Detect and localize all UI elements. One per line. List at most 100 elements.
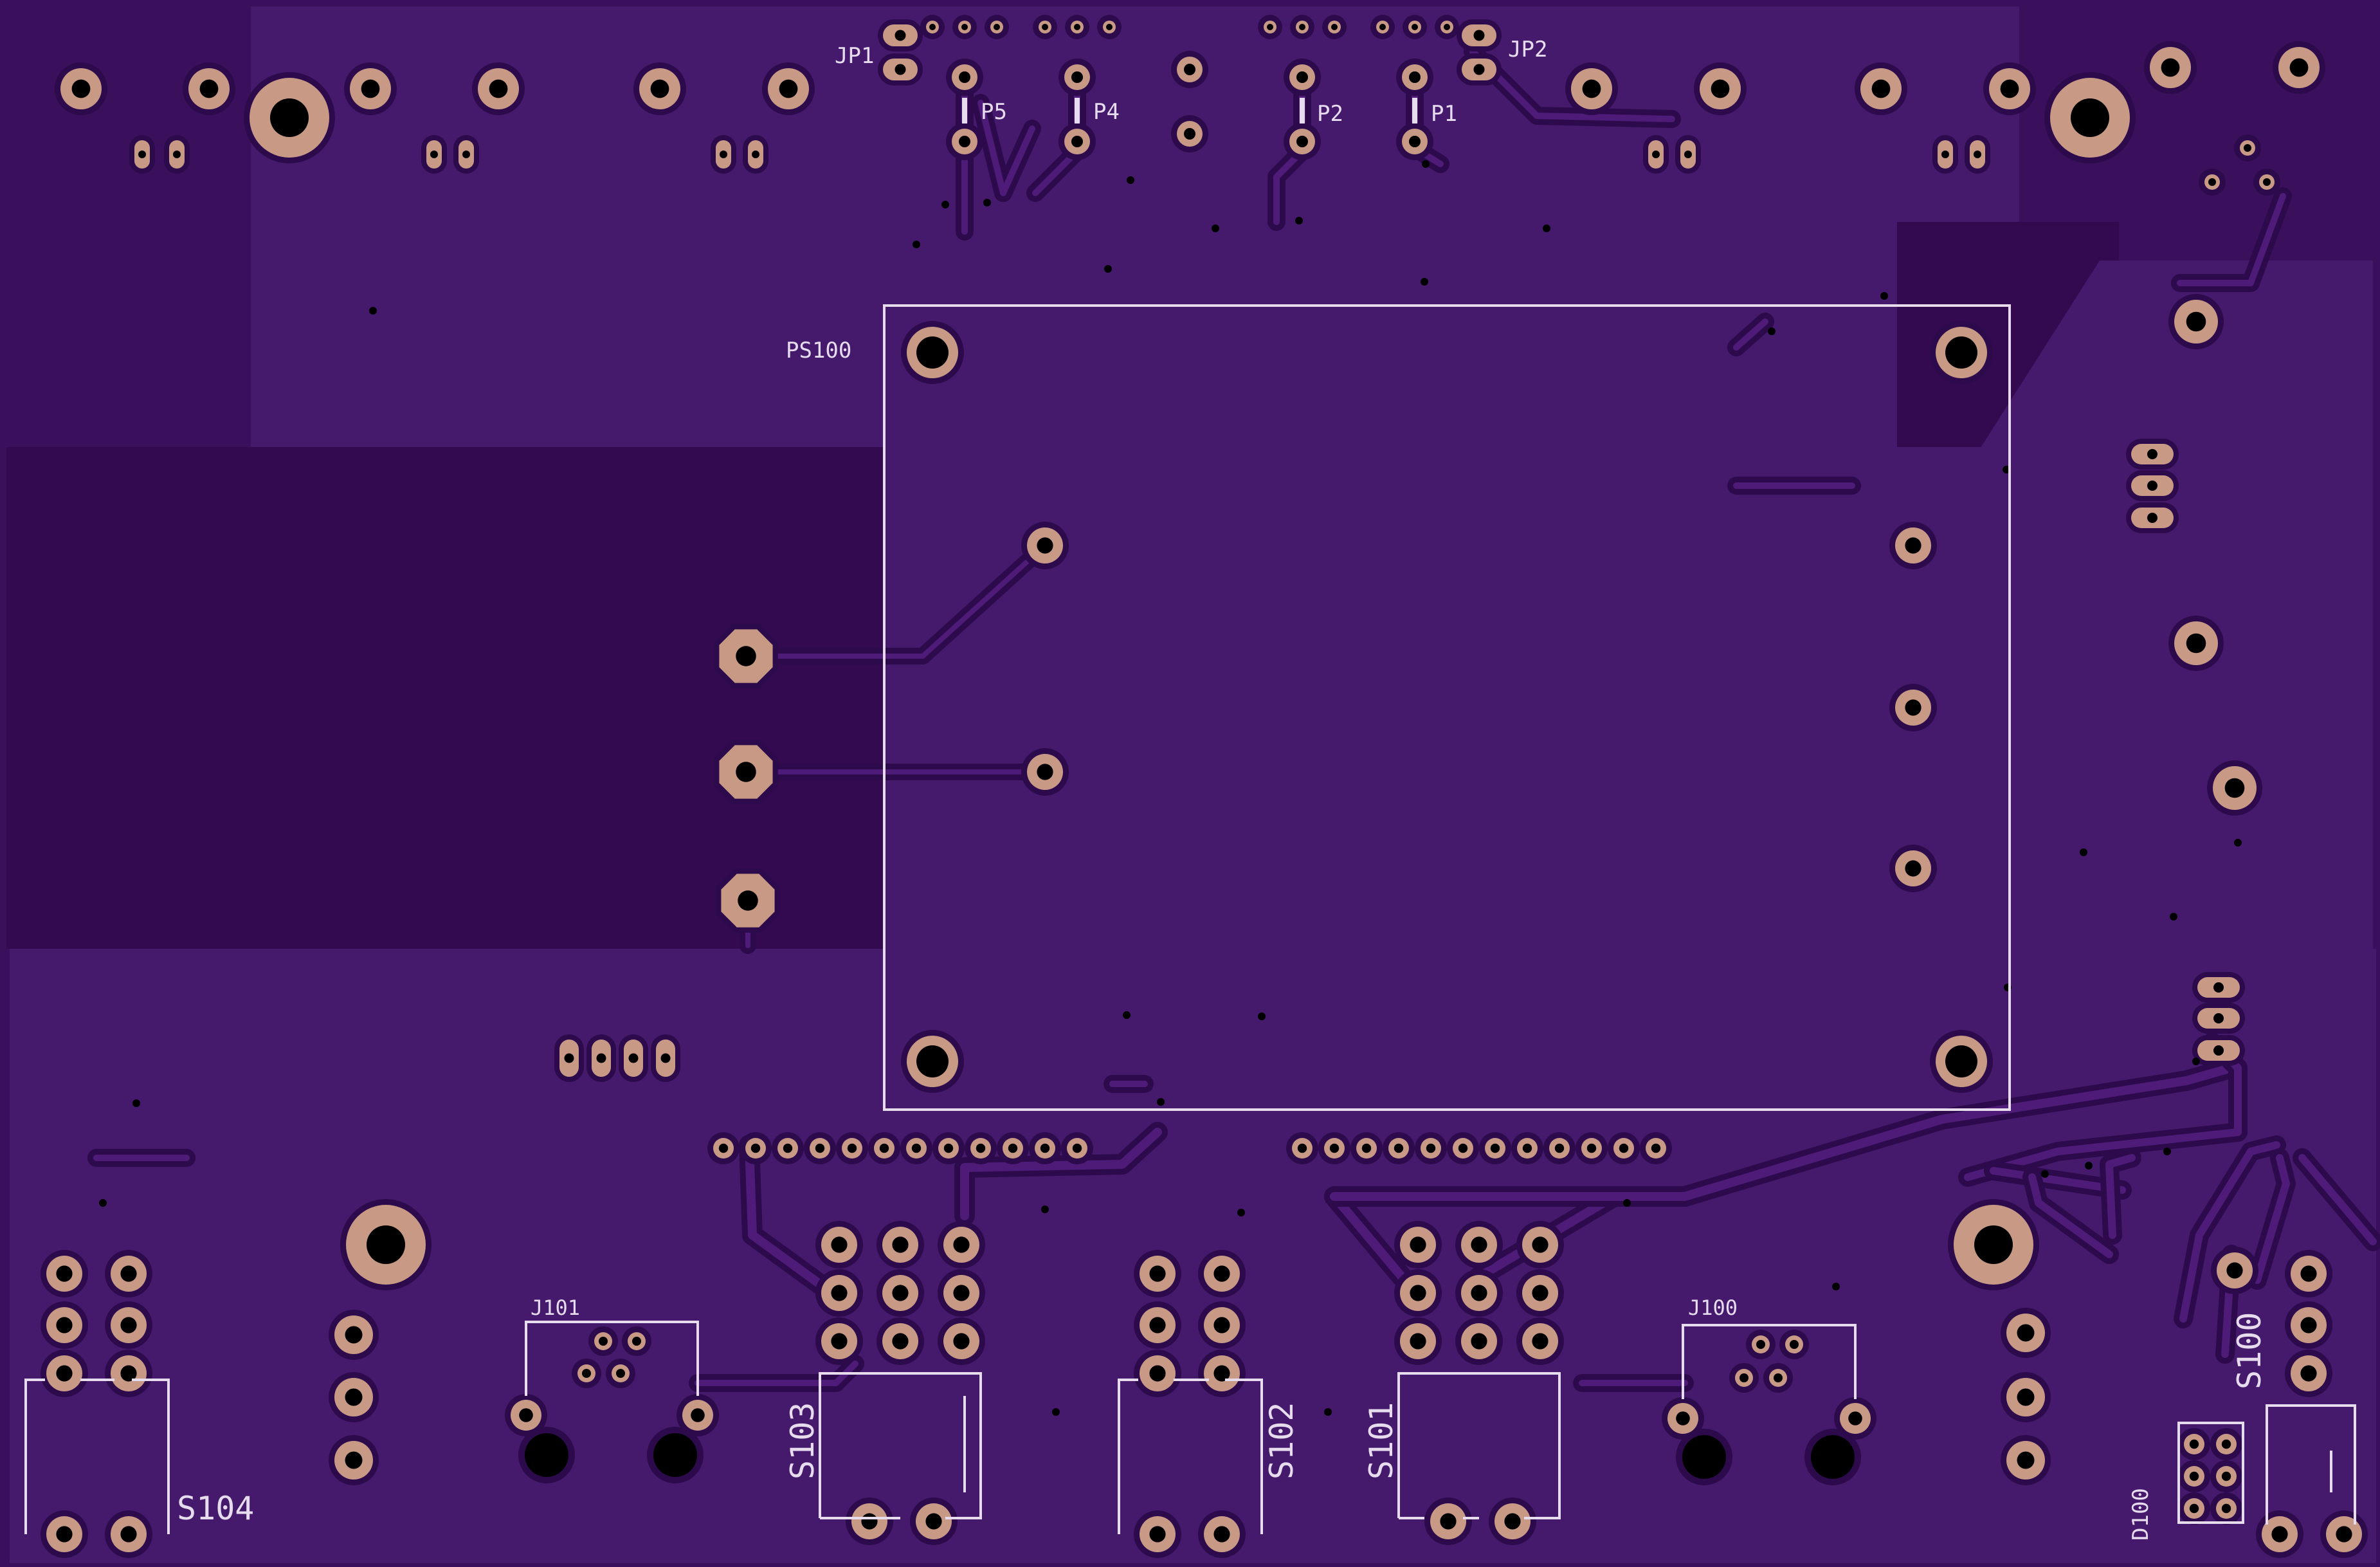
- oval-pad: [586, 1034, 616, 1082]
- switch-pin: [1394, 1317, 1442, 1365]
- via: [1295, 217, 1303, 225]
- via: [2234, 839, 2242, 847]
- via: [1127, 176, 1134, 184]
- jack-pin: [505, 1394, 547, 1436]
- via: [2041, 1170, 2049, 1178]
- via: [1543, 225, 1550, 232]
- switch-pin: [846, 1498, 893, 1545]
- transistor-pin: [2199, 169, 2226, 196]
- header-pin: [1640, 1132, 1672, 1164]
- label-s102: S102: [1263, 1402, 1300, 1480]
- oval-pad: [1965, 135, 1990, 174]
- via: [1768, 327, 1776, 335]
- through-hole-pad: [2168, 294, 2224, 349]
- through-hole-pad: [1694, 62, 1747, 115]
- oval-pad: [164, 135, 190, 174]
- octagon-pad: [714, 740, 778, 804]
- through-hole-pad: [2273, 41, 2325, 94]
- trace: [695, 1361, 858, 1386]
- via: [1052, 1408, 1060, 1416]
- switch-pin: [938, 1269, 985, 1317]
- s100-outline: [2266, 1404, 2356, 1525]
- led-pin: [2178, 1460, 2210, 1492]
- switch-pin: [1198, 1301, 1246, 1349]
- ps-pin: [1889, 684, 1937, 731]
- via: [1104, 265, 1112, 273]
- test-pad: [1058, 123, 1096, 160]
- via: [1324, 1408, 1332, 1416]
- via: [1623, 1199, 1631, 1207]
- switch-pin: [1134, 1510, 1181, 1558]
- test-pad: [1284, 123, 1321, 160]
- jack-pin: [572, 1359, 601, 1388]
- switch-pin: [815, 1269, 863, 1317]
- header-pin: [1511, 1132, 1543, 1164]
- s102-outline: [1118, 1379, 1263, 1534]
- switch-pin: [1516, 1221, 1564, 1269]
- via: [369, 307, 377, 315]
- header-pin: [1543, 1132, 1576, 1164]
- trace: [960, 1128, 1162, 1220]
- header-pin: [1383, 1132, 1415, 1164]
- label-ps100: PS100: [786, 338, 851, 363]
- trace: [1330, 1063, 2236, 1201]
- label-p2: P2: [1317, 101, 1343, 127]
- switch-pin: [877, 1269, 924, 1317]
- switch-pin: [1134, 1350, 1181, 1397]
- d100-outline: [2177, 1422, 2244, 1524]
- header-pin: [1286, 1132, 1318, 1164]
- jack-pin: [1662, 1397, 1704, 1440]
- header-pin: [1033, 15, 1057, 39]
- s103-outline: [819, 1372, 982, 1519]
- switch-pin: [105, 1510, 152, 1558]
- jack-pin: [1746, 1330, 1776, 1359]
- label-s103: S103: [784, 1402, 821, 1480]
- s101-outline: [1397, 1372, 1561, 1519]
- header-pin: [900, 1132, 932, 1164]
- header-pin: [707, 1132, 740, 1164]
- oval-pad: [1932, 135, 1958, 174]
- switch-pin: [1134, 1301, 1181, 1349]
- header-pin: [836, 1132, 868, 1164]
- through-hole-pad: [329, 1435, 379, 1485]
- header-pin: [772, 1132, 804, 1164]
- header-pin: [1447, 1132, 1479, 1164]
- oval-pad: [743, 135, 768, 174]
- trace: [743, 543, 1048, 659]
- switch-pin: [1394, 1269, 1442, 1317]
- ps-mounting-pad: [901, 1030, 964, 1093]
- j101-outline: [525, 1321, 699, 1396]
- through-hole-pad: [2207, 760, 2262, 816]
- label-jp1: JP1: [835, 43, 874, 69]
- switch-pin: [1516, 1269, 1564, 1317]
- header-pin: [1322, 15, 1347, 39]
- jumper-pad: [1457, 19, 1502, 51]
- jack-pin: [606, 1359, 635, 1388]
- header-pin: [1065, 15, 1089, 39]
- oval-pad: [711, 135, 736, 174]
- trace: [2298, 1154, 2377, 1245]
- through-hole-pad: [472, 62, 525, 115]
- octagon-pad: [716, 868, 780, 933]
- label-jp2: JP2: [1508, 37, 1547, 62]
- switch-pin: [105, 1301, 152, 1349]
- switch-pin: [815, 1221, 863, 1269]
- switch-pin: [1198, 1510, 1246, 1558]
- label-p1: P1: [1431, 101, 1457, 127]
- switch-pin: [1134, 1250, 1181, 1297]
- through-hole-pad: [1855, 62, 1907, 115]
- oval-pad: [2126, 439, 2179, 470]
- via: [2080, 848, 2087, 856]
- switch-pin: [1424, 1498, 1472, 1545]
- via: [1258, 1013, 1266, 1020]
- header-pin: [740, 1132, 772, 1164]
- via: [1041, 1205, 1049, 1213]
- via: [2163, 1148, 2171, 1155]
- switch-pin: [2256, 1510, 2303, 1558]
- via: [1157, 1098, 1165, 1106]
- switch-pin: [910, 1498, 958, 1545]
- switch-pin: [41, 1350, 88, 1397]
- oval-pad: [619, 1034, 648, 1082]
- header-pin: [1576, 1132, 1608, 1164]
- jumper-pad: [878, 19, 923, 51]
